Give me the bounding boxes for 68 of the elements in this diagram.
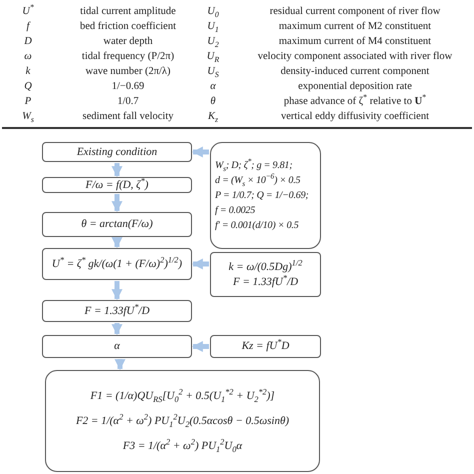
formula-text: W$_{s}$; D; ζ$^{*}$; g = 9.81;	[215, 158, 292, 173]
definition-cell-text: wave number (2π/λ)	[85, 65, 171, 79]
formula-text: f′ = 0.001(d/10) × 0.5	[215, 219, 299, 233]
formula-text: F3 = 1/(α$^{2}$ + ω$^{2}$) PU$_{1}$$^{2}$U$_{0}$α	[122, 438, 242, 454]
block-arrow	[114, 359, 126, 370]
symbol-cell-text: ω	[24, 50, 32, 64]
formula-text: F = 1.33fU$^{*}$/D	[232, 274, 298, 290]
symbol-cell-text: θ	[210, 95, 216, 109]
definition-cell: phase advance of ζ$^{*}$ relative to U$^{*}$	[284, 94, 426, 109]
block-arrow	[192, 258, 209, 270]
symbol-cell-text: α	[210, 80, 216, 94]
symbol-cell-text: U$_{1}$	[207, 20, 219, 34]
definition-cell-text: water depth	[103, 35, 153, 49]
block-arrow	[192, 341, 209, 352]
definition-cell-text: maximum current of M4 constituent	[278, 35, 432, 49]
block-arrow	[112, 194, 122, 212]
block-arrow	[112, 237, 122, 248]
symbol-cell-text: f	[26, 20, 30, 34]
symbol-cell-text: U$_{0}$	[207, 5, 219, 19]
formula-text: F2 = 1/(α$^{2}$ + ω$^{2}$) PU$_{1}$$^{2}$U$_{2}$(0.5αcosθ − 0.5ωsinθ)	[76, 414, 290, 428]
process-box	[45, 370, 320, 472]
definition-cell-text: density-induced current component	[280, 65, 430, 79]
symbol-cell-text: Q	[24, 80, 32, 94]
formula-text: U$^{*}$ = ζ$^{*}$ gk/(ω(1 + (F/ω)$^{2}$)$^{1/2}$)	[52, 256, 182, 272]
step-label: Existing condition	[76, 144, 158, 160]
formula-text: F/ω = f(D, ζ$^{*}$)	[86, 178, 148, 192]
formula-text: F1 = (1/α)QU$_{RS}$[U$_{0}$$^{2}$ + 0.5(U$_{1}$$^{*2}$ + U$_{2}$$^{*2}$)]	[90, 388, 275, 404]
process-box	[210, 335, 321, 358]
definition-cell-text: residual current component of river flow	[270, 5, 440, 19]
process-box	[42, 248, 192, 280]
formula-text: Kz = fU$^{*}$D	[242, 339, 290, 354]
definition-cell-text: 1/−0.69	[112, 80, 144, 94]
symbol-cell-text: D	[24, 35, 32, 49]
symbol-cell-text: W$_{s}$	[22, 110, 34, 124]
definition-cell-text: vertical eddy diffusivity coefficient	[280, 110, 430, 124]
block-arrow	[112, 281, 122, 300]
process-box	[210, 142, 321, 249]
formula-text: θ = arctan(F/ω)	[81, 217, 153, 232]
process-box	[210, 252, 321, 297]
definition-cell-text: bed friction coefficient	[80, 20, 176, 34]
definition-cell-text: velocity component associated with river flow	[258, 50, 452, 64]
definition-cell-text: tidal current amplitude	[80, 5, 176, 19]
definition-cell-text: exponential deposition rate	[298, 80, 412, 94]
formula-text: d = (W$_{s}$ × 10$^{−6}$) × 0.5	[215, 173, 300, 188]
formula-text: α	[114, 339, 120, 354]
block-arrow	[112, 323, 122, 336]
formula-text: k = ω/(0.5Dg)$^{1/2}$	[228, 260, 302, 274]
block-arrow	[112, 163, 122, 178]
symbol-cell-text: U$_{R}$	[206, 50, 220, 64]
block-arrow	[192, 146, 209, 158]
definition-cell-text: tidal frequency (P/2π)	[82, 50, 174, 64]
definition-cell-text: 1/0.7	[117, 95, 139, 109]
process-box	[42, 142, 192, 162]
process-box	[42, 300, 192, 322]
symbol-cell: U$^{*}$	[22, 4, 34, 19]
process-box	[42, 335, 192, 358]
definition-cell-text: sediment fall velocity	[82, 110, 174, 124]
formula-text: f = 0.0025	[215, 204, 256, 218]
symbol-cell-text: k	[26, 65, 30, 79]
process-box	[42, 212, 192, 237]
definition-cell-text: maximum current of M2 constituent	[278, 20, 432, 34]
symbol-cell-text: P	[24, 95, 32, 109]
symbol-cell-text: K$_{z}$	[208, 110, 218, 124]
formula-text: P = 1/0.7; Q = 1/−0.69;	[215, 189, 309, 203]
formula-text: F = 1.33fU$^{*}$/D	[84, 304, 150, 318]
process-box	[42, 177, 192, 193]
symbol-cell-text: U$_{S}$	[207, 65, 219, 79]
symbol-cell-text: U$_{2}$	[207, 35, 219, 49]
